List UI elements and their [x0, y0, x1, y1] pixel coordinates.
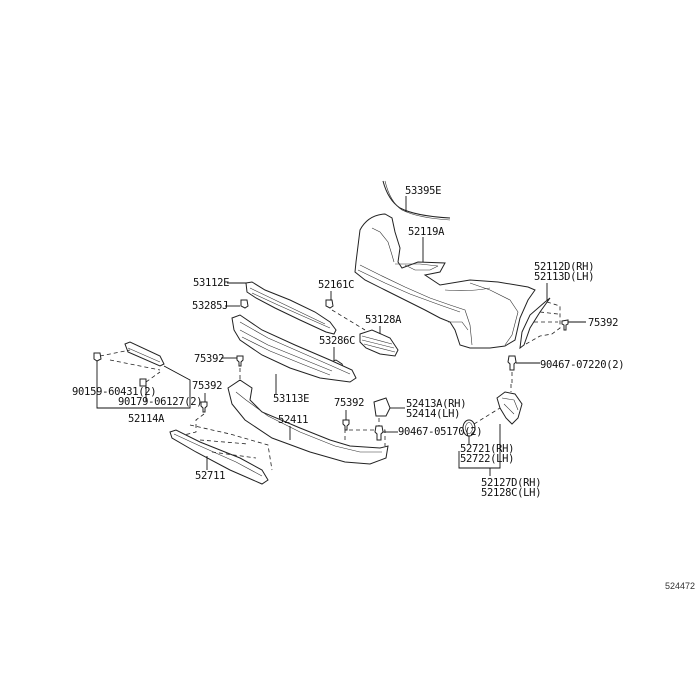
- part-label-53113E[interactable]: 53113E: [273, 392, 310, 406]
- part-label-53128A[interactable]: 53128A: [365, 313, 402, 327]
- part-label-52127D-rh[interactable]: 52127D(RH): [481, 476, 542, 490]
- part-label-75392-c[interactable]: 75392: [334, 396, 365, 410]
- skid-plate: [169, 429, 269, 485]
- molding-strip: [382, 180, 451, 219]
- part-label-75392-a[interactable]: 75392: [194, 352, 225, 366]
- part-label-52128C-lh[interactable]: 52128C(LH): [481, 486, 542, 500]
- part-label-52114A[interactable]: 52114A: [128, 412, 165, 426]
- part-label-53286C[interactable]: 53286C: [319, 334, 356, 348]
- part-label-52411[interactable]: 52411: [278, 413, 309, 427]
- part-label-52113D-lh[interactable]: 52113D(LH): [534, 270, 595, 284]
- part-label-52112D-rh[interactable]: 52112D(RH): [534, 260, 595, 274]
- part-label-52161C[interactable]: 52161C: [318, 278, 355, 292]
- part-label-75392-b[interactable]: 75392: [192, 379, 223, 393]
- part-label-90467-07220[interactable]: 90467-07220(2): [540, 358, 625, 372]
- main-grille: [231, 314, 357, 383]
- part-label-53285J[interactable]: 53285J: [192, 299, 229, 313]
- license-bracket: [124, 341, 165, 367]
- diagram-reference-code: 524472: [665, 581, 696, 591]
- bumper-cover: [354, 213, 536, 349]
- part-label-52711[interactable]: 52711: [195, 469, 226, 483]
- fog-bracket: [496, 391, 523, 425]
- part-label-52721-rh[interactable]: 52721(RH): [460, 442, 515, 456]
- part-label-52119A[interactable]: 52119A: [408, 225, 445, 239]
- part-label-52414-lh[interactable]: 52414(LH): [406, 407, 461, 421]
- part-label-90467-05170[interactable]: 90467-05170(2): [398, 425, 483, 439]
- part-label-53395E[interactable]: 53395E: [405, 184, 442, 198]
- part-label-90159-60431[interactable]: 90159-60431(2): [72, 385, 157, 399]
- upper-grille-strip: [245, 281, 337, 335]
- side-grille: [359, 329, 399, 357]
- part-label-53112E[interactable]: 53112E: [193, 276, 230, 290]
- part-label-52413A-rh[interactable]: 52413A(RH): [406, 397, 467, 411]
- part-label-90179-06127[interactable]: 90179-06127(2): [118, 395, 203, 409]
- part-label-75392-right[interactable]: 75392: [588, 316, 619, 330]
- part-label-52722-lh[interactable]: 52722(LH): [460, 452, 515, 466]
- lower-spoiler: [227, 379, 389, 465]
